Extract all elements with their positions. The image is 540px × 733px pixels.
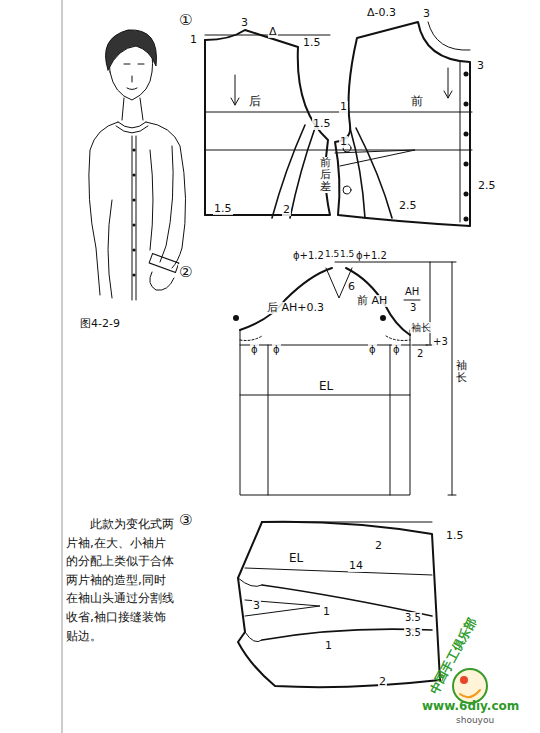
dimension: 2.5	[477, 180, 497, 192]
line-name: EL	[288, 552, 304, 565]
piece-name: 前	[410, 95, 424, 108]
dimension: 3	[476, 60, 485, 72]
dimension: 1	[339, 136, 348, 148]
dimension: 14	[348, 560, 364, 572]
dimension: 袖长	[456, 360, 467, 384]
dimension: 3.5	[404, 612, 422, 623]
angle-mark: ϕ	[272, 344, 281, 355]
dimension: 2	[378, 676, 387, 688]
angle-mark: ϕ	[392, 344, 401, 355]
dimension: 1.5	[302, 37, 322, 49]
dimension: 1.5	[324, 250, 340, 260]
dimension: Δ	[268, 26, 278, 38]
panel-number: ③	[178, 512, 193, 529]
dimension: ϕ+1.2	[292, 250, 325, 261]
dimension: 3	[240, 17, 249, 29]
watermark-text: shouyou	[456, 716, 494, 726]
dimension: 3	[409, 302, 417, 313]
dimension: 前 AH	[356, 295, 388, 307]
angle-mark: ϕ	[368, 344, 377, 355]
line-name: EL	[318, 380, 334, 393]
dimension: 1.5	[445, 530, 465, 542]
dimension: 前后差	[320, 157, 331, 193]
dimension: 6	[347, 281, 356, 293]
dimension: ϕ+1.2	[355, 250, 388, 261]
dimension: Δ-0.3	[366, 7, 397, 19]
dimension: 2	[416, 348, 424, 359]
dimension: 1.5	[312, 118, 332, 130]
panel-number: ②	[178, 264, 193, 281]
dimension: 3	[252, 600, 261, 612]
dimension: AH	[404, 286, 420, 297]
dimension: 1.5	[213, 203, 233, 215]
dimension: +3	[432, 336, 449, 347]
panel-number: ①	[178, 12, 193, 29]
description-note: 此款为变化式两片袖,在大、小袖片的分配上类似于合体两片袖的造型,同时在袖山头通过…	[66, 515, 174, 645]
dimension: 2.5	[398, 200, 418, 212]
dimension: 后 AH+0.3	[266, 302, 325, 314]
dimension: 3	[422, 8, 431, 20]
piece-name: 后	[248, 95, 262, 108]
dimension: 1	[324, 640, 333, 652]
dimension: 1	[339, 101, 348, 113]
dimension: 2	[282, 204, 291, 216]
dimension: 1	[189, 34, 198, 46]
dimension: 3.5	[404, 627, 422, 638]
dimension: 袖长	[410, 322, 432, 333]
angle-mark: ϕ	[250, 344, 259, 355]
dimension: 1.5	[339, 250, 355, 260]
figure-caption: 图4-2-9	[80, 318, 120, 330]
dimension: 2	[374, 540, 383, 552]
dimension: 1	[322, 606, 331, 618]
watermark-url: www.6diy.com	[422, 700, 519, 713]
